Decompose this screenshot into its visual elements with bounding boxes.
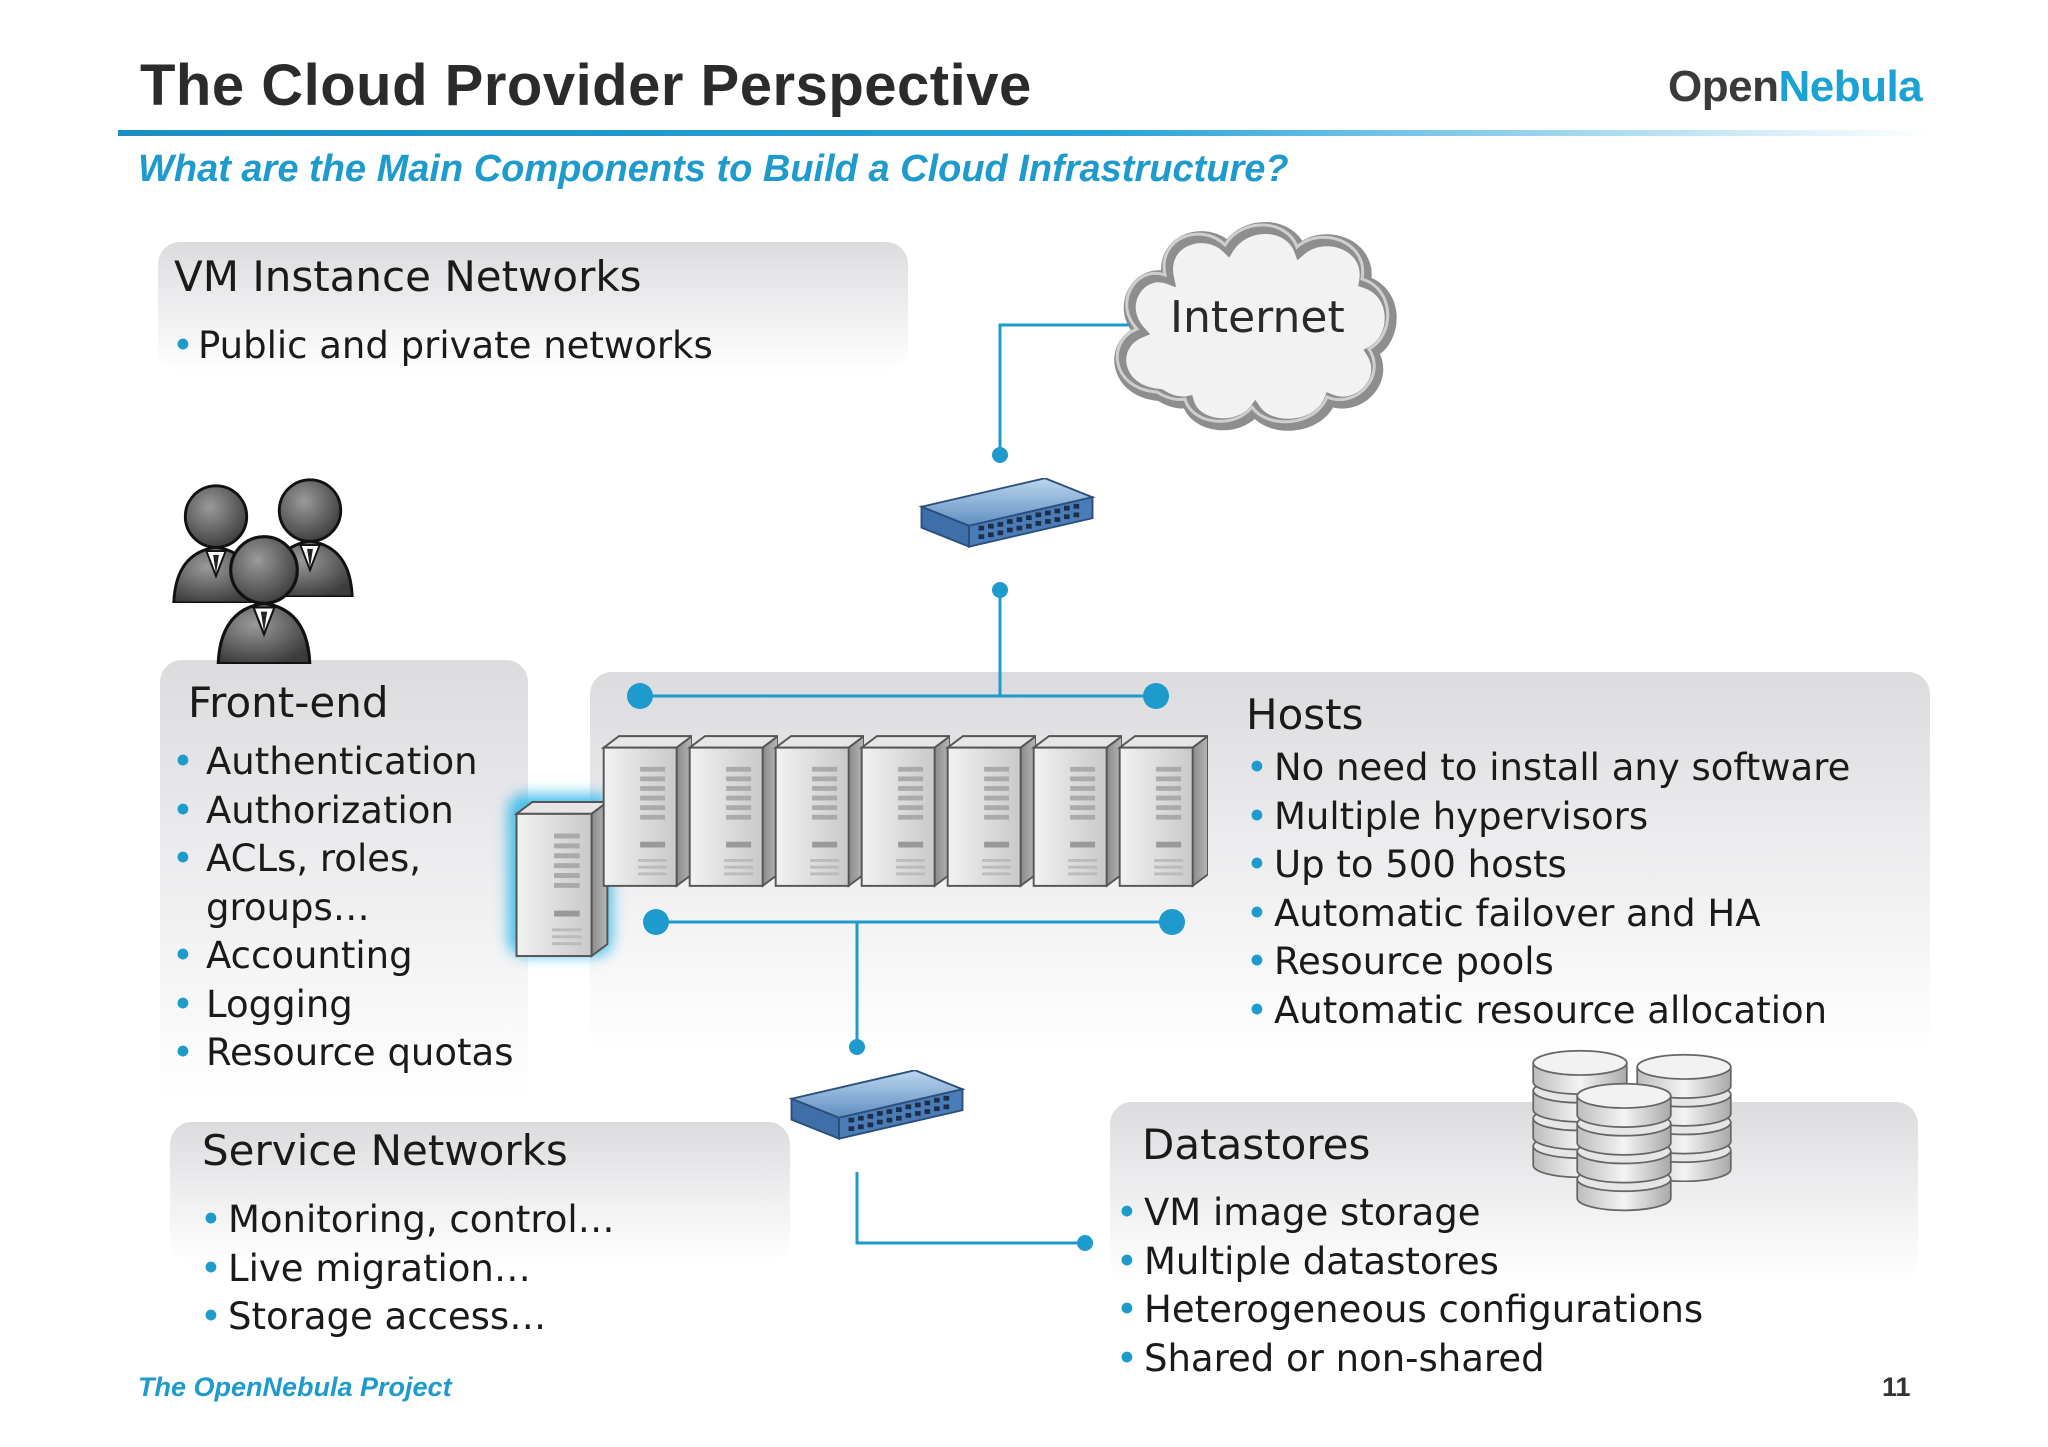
list-item: Up to 500 hosts bbox=[1246, 841, 1850, 890]
service-networks-heading: Service Networks bbox=[202, 1126, 568, 1175]
opennebula-logo: OpenNebula bbox=[1668, 62, 1923, 112]
list-item: Public and private networks bbox=[172, 322, 713, 370]
list-item: Logging bbox=[172, 981, 513, 1030]
logo-open: Open bbox=[1668, 62, 1779, 111]
logo-nebula: Nebula bbox=[1778, 62, 1923, 111]
list-item: Heterogeneous configurations bbox=[1116, 1286, 1703, 1335]
list-item: Multiple hypervisors bbox=[1246, 793, 1850, 842]
vm-networks-list: Public and private networks bbox=[172, 322, 713, 370]
list-item: Authorization bbox=[172, 787, 513, 836]
list-item: Accounting bbox=[172, 932, 513, 981]
list-item: Monitoring, control… bbox=[200, 1196, 615, 1245]
list-item: Automatic failover and HA bbox=[1246, 890, 1850, 939]
frontend-server-icon bbox=[508, 794, 612, 958]
users-icon bbox=[172, 478, 354, 664]
list-item: Authentication bbox=[172, 738, 513, 787]
vm-networks-heading: VM Instance Networks bbox=[174, 252, 642, 301]
list-item: Resource pools bbox=[1246, 938, 1850, 987]
list-item: Live migration… bbox=[200, 1245, 615, 1294]
list-item: Storage access… bbox=[200, 1293, 615, 1342]
service-networks-list: Monitoring, control… Live migration… Sto… bbox=[200, 1196, 615, 1342]
frontend-heading: Front-end bbox=[188, 678, 389, 727]
datastores-heading: Datastores bbox=[1142, 1120, 1371, 1169]
network-lines bbox=[640, 323, 1172, 1245]
internet-label: Internet bbox=[1170, 292, 1345, 343]
top-switch-icon bbox=[920, 478, 1094, 548]
list-item: Multiple datastores bbox=[1116, 1238, 1703, 1287]
page-subtitle: What are the Main Components to Build a … bbox=[138, 148, 1289, 190]
list-item: VM image storage bbox=[1116, 1189, 1703, 1238]
page-number: 11 bbox=[1882, 1372, 1911, 1402]
title-rule bbox=[118, 130, 1928, 136]
list-item-continuation: groups… bbox=[206, 885, 370, 929]
internet-cloud-icon bbox=[1114, 222, 1397, 431]
host-servers-icon bbox=[602, 735, 1208, 887]
page-title: The Cloud Provider Perspective bbox=[140, 53, 1032, 118]
hosts-heading: Hosts bbox=[1246, 690, 1364, 739]
network-nodes bbox=[627, 447, 1185, 1251]
datastore-disks-icon bbox=[1532, 1049, 1732, 1212]
datastores-list: VM image storage Multiple datastores Het… bbox=[1116, 1189, 1703, 1383]
list-item: No need to install any software bbox=[1246, 744, 1850, 793]
list-item: ACLs, roles, bbox=[172, 835, 513, 884]
list-item: Resource quotas bbox=[172, 1029, 513, 1078]
hosts-list: No need to install any software Multiple… bbox=[1246, 744, 1850, 1035]
footer-project: The OpenNebula Project bbox=[138, 1372, 452, 1402]
frontend-list: Authentication Authorization ACLs, roles… bbox=[172, 738, 513, 1078]
list-item: Automatic resource allocation bbox=[1246, 987, 1850, 1036]
list-item: Shared or non-shared bbox=[1116, 1335, 1703, 1384]
bottom-switch-icon bbox=[790, 1070, 964, 1140]
